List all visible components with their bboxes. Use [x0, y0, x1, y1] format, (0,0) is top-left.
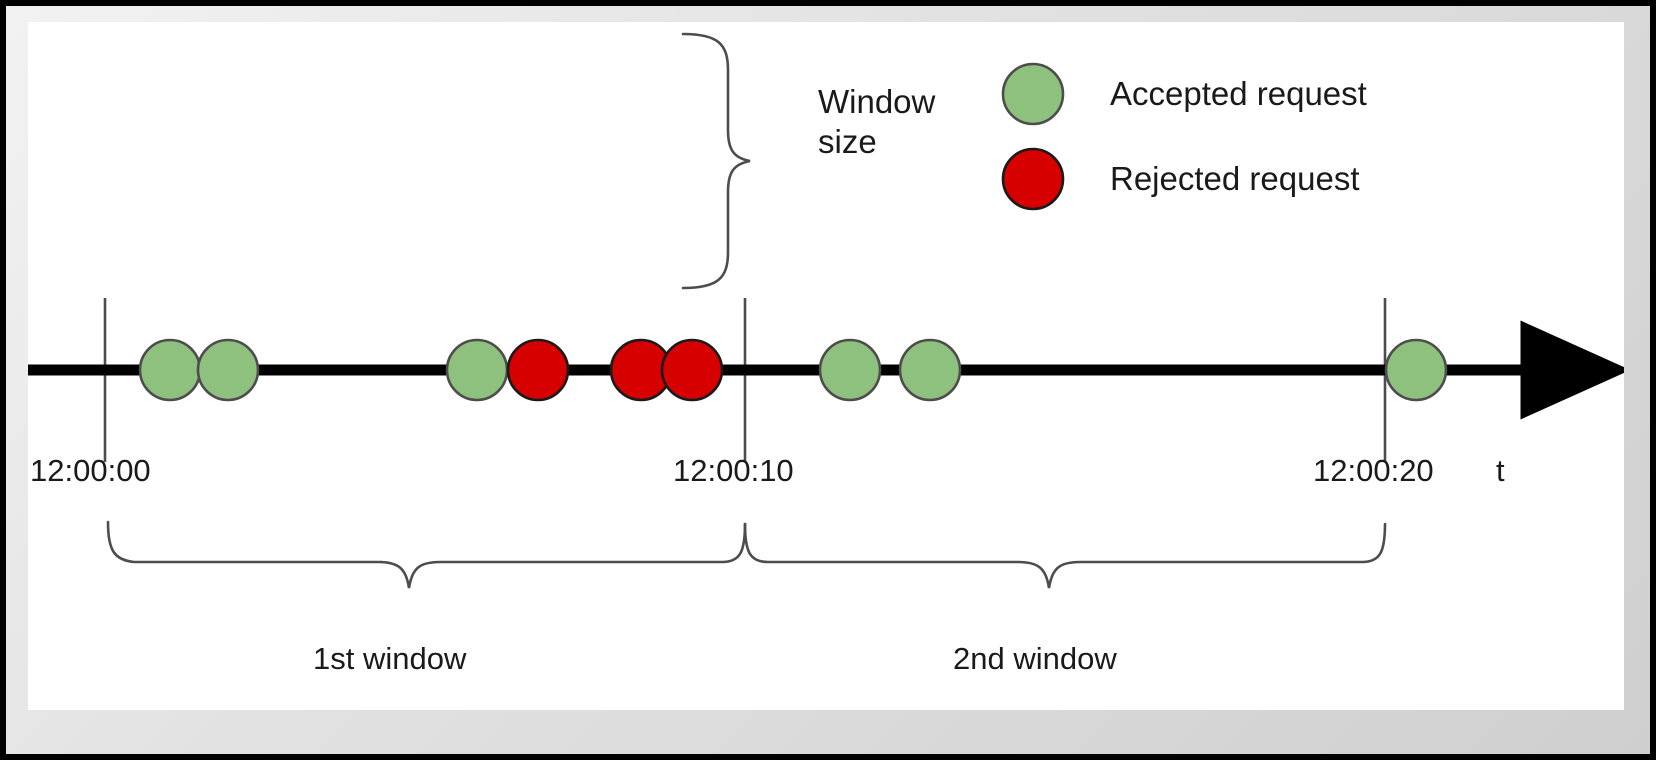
request-marker-accepted	[818, 338, 882, 402]
axis-tick-label-2: 12:00:20	[1313, 453, 1434, 488]
request-marker-rejected	[660, 338, 724, 402]
red-circle-icon	[1001, 147, 1065, 211]
legend-item-rejected-label: Rejected request	[1110, 160, 1360, 197]
request-marker-accepted	[898, 338, 962, 402]
window-size-brace	[681, 32, 751, 290]
request-marker-accepted	[1384, 338, 1448, 402]
request-marker-rejected	[506, 338, 570, 402]
green-circle-icon	[1001, 62, 1065, 126]
axis-tick-label-0: 12:00:00	[30, 453, 151, 488]
request-marker-accepted	[138, 338, 202, 402]
timeline-svg	[28, 32, 1624, 589]
window-size-label-line2: size	[818, 123, 877, 161]
window-braces	[106, 520, 1387, 589]
axis-name-label: t	[1496, 453, 1505, 488]
window-size-label-line1: Window	[818, 83, 936, 120]
legend-swatches	[1001, 62, 1065, 211]
legend-item-accepted-label: Accepted request	[1110, 75, 1367, 112]
axis-tick-label-1: 12:00:10	[673, 453, 794, 488]
request-markers	[138, 338, 1448, 402]
request-marker-accepted	[196, 338, 260, 402]
window-label-1st: 1st window	[313, 641, 467, 676]
window-label-2nd: 2nd window	[953, 641, 1117, 676]
axis-ticks	[103, 298, 1387, 462]
request-marker-accepted	[445, 338, 509, 402]
